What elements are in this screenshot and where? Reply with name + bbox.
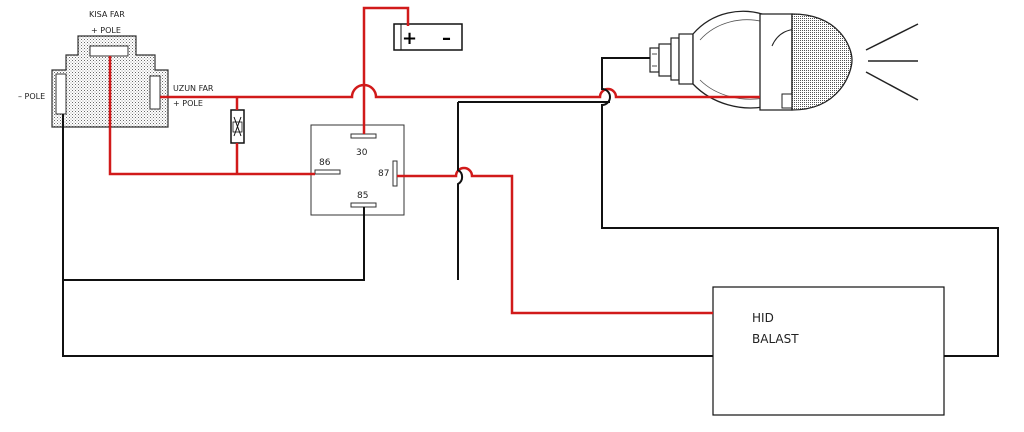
wire-ground-to-ballast xyxy=(62,280,713,357)
ballast-label-balast: BALAST xyxy=(752,332,799,346)
negative-wires xyxy=(62,57,999,357)
light-ray-top xyxy=(865,23,919,51)
relay-pin-87 xyxy=(392,160,398,187)
relay xyxy=(310,124,405,216)
relay-pin-85 xyxy=(350,202,377,208)
wire-high-beam-to-lamp xyxy=(160,83,760,99)
high-beam-pole-label: + POLE xyxy=(173,99,203,108)
ground-pole-label: – POLE xyxy=(18,92,45,101)
battery-plus-sign: + xyxy=(402,28,417,49)
light-ray-bottom xyxy=(865,71,919,101)
ground-terminal xyxy=(55,73,67,115)
high-beam-label: UZUN FAR xyxy=(173,84,214,93)
fuse xyxy=(230,109,245,144)
low-beam-label: KISA FAR xyxy=(89,10,125,19)
battery: + – xyxy=(393,23,463,51)
wire-ground-to-relay-85 xyxy=(62,114,365,281)
wire-low-beam-to-relay-86 xyxy=(108,56,315,176)
wire-relay-87-to-ballast xyxy=(397,166,713,315)
wire-ballast-return xyxy=(601,57,999,357)
wire-battery-to-relay-30 xyxy=(362,6,410,134)
relay-pin-87-label: 87 xyxy=(378,169,389,179)
relay-pin-30 xyxy=(350,133,377,139)
low-beam-pole-label: + POLE xyxy=(91,26,121,35)
wire-lamp-ground-link xyxy=(457,102,464,280)
hid-ballast xyxy=(712,286,945,416)
relay-pin-30-label: 30 xyxy=(356,148,368,158)
positive-wires xyxy=(108,6,760,315)
relay-pin-86-label: 86 xyxy=(319,158,331,168)
relay-pin-86 xyxy=(314,169,341,175)
relay-pin-85-label: 85 xyxy=(357,191,368,201)
battery-minus-sign: – xyxy=(442,28,451,49)
ballast-label-hid: HID xyxy=(752,311,774,325)
low-beam-terminal xyxy=(89,45,129,57)
projector-lamp xyxy=(649,10,919,111)
high-beam-terminal xyxy=(149,75,161,110)
